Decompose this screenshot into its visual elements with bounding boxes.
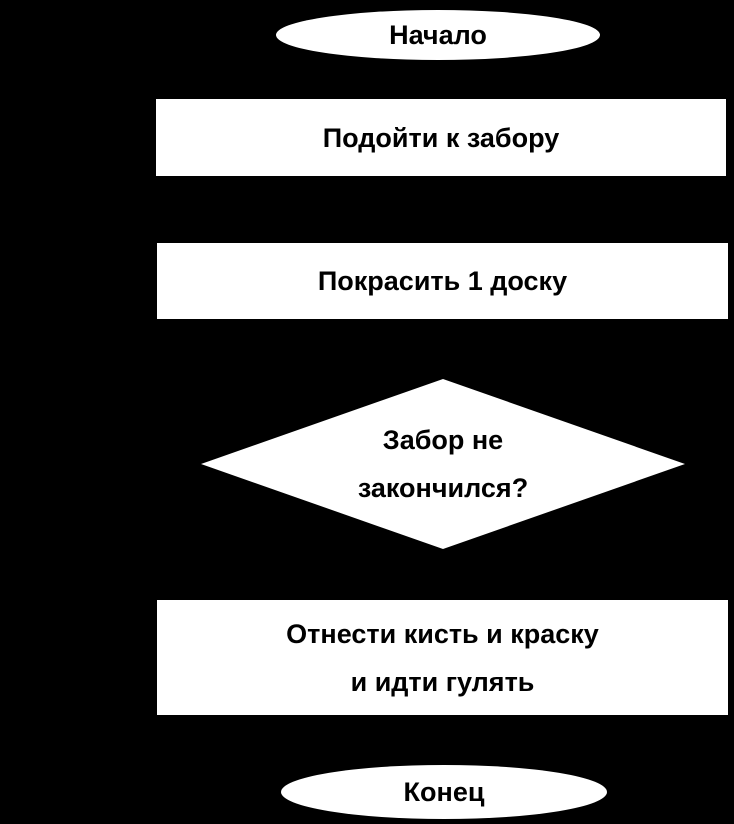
start-terminal: Начало xyxy=(276,10,600,60)
start-label: Начало xyxy=(389,20,487,50)
decision-label-line2: закончился? xyxy=(357,473,529,503)
process-paint-board-label: Покрасить 1 доску xyxy=(317,266,568,296)
end-label: Конец xyxy=(403,777,485,807)
process-approach-fence: Подойти к забору xyxy=(156,99,726,176)
decision-label: Забор не закончился? xyxy=(201,379,685,549)
decision-fence-not-finished: Забор не закончился? xyxy=(201,379,685,549)
process-paint-board: Покрасить 1 доску xyxy=(157,243,728,319)
process-approach-fence-label: Подойти к забору xyxy=(322,122,560,153)
process-return-brush-label-line1: Отнести кисть и краску xyxy=(286,618,599,649)
end-terminal: Конец xyxy=(281,765,607,819)
decision-diamond-shape xyxy=(201,379,685,549)
decision-label-line1: Забор не xyxy=(382,425,504,455)
process-return-brush-and-walk: Отнести кисть и краску и идти гулять xyxy=(157,600,728,715)
process-return-brush-label-line2: и идти гулять xyxy=(350,666,535,697)
